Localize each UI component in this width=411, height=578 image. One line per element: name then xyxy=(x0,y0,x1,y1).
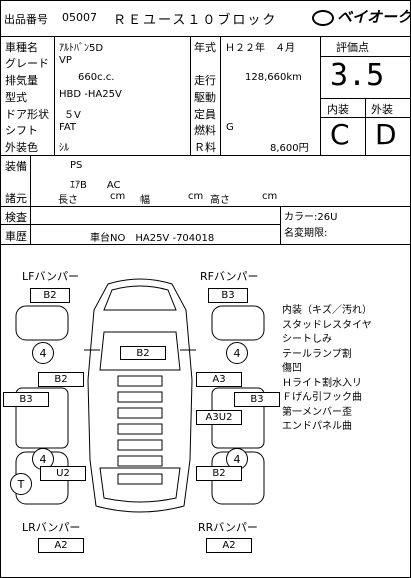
score-value: 3.5 xyxy=(330,58,385,93)
rf-bumper-code: B3 xyxy=(208,288,248,303)
dimension-width-unit: cm xyxy=(188,191,204,202)
note-item: 傷凹 xyxy=(282,363,302,374)
chassis-number: 車台NO HA25V -704018 xyxy=(90,233,215,244)
brand-mark-icon xyxy=(312,9,334,26)
dimension-length-unit: cm xyxy=(110,191,126,202)
mileage-value: 128,660km xyxy=(245,72,302,83)
dimension-width-label: 幅 xyxy=(140,195,150,206)
color-value: ｼﾙ xyxy=(59,143,69,154)
shift-value: FAT xyxy=(59,122,77,133)
roof-code: B2 xyxy=(120,346,166,360)
year-value: Ｈ２２年 ４月 xyxy=(225,43,295,54)
color-label: 外装色 xyxy=(5,141,38,154)
fuel-value: G xyxy=(226,122,234,133)
capacity-label: 定員 xyxy=(194,108,216,121)
type-label: 型式 xyxy=(5,91,27,104)
note-item: シートしみ xyxy=(282,334,332,345)
interior-grade: C xyxy=(330,118,350,151)
lr-tire-tread: 4 xyxy=(32,448,54,470)
dimension-length-label: 長さ xyxy=(58,195,78,206)
grade-label: グレード xyxy=(5,57,49,70)
displacement-label: 排気量 xyxy=(5,74,38,87)
dimension-height-unit: cm xyxy=(262,191,278,202)
model-label: 車種名 xyxy=(5,41,38,54)
fuel-label: 燃料 xyxy=(194,124,216,137)
right-rear-door-code: A3U2 xyxy=(196,410,242,425)
note-item: 第一メンバー歪 xyxy=(282,406,352,418)
rr-bumper-label: RRバンパー xyxy=(198,521,258,534)
notes-list: 内装（キズ／汚れ） スタッドレスタイヤ シートしみ テールランプ割 傷凹 Ｈライ… xyxy=(282,304,372,435)
type-value: HBD -HA25V xyxy=(59,89,122,100)
note-item: 内装（キズ／汚れ） xyxy=(282,305,372,316)
name-change-deadline: 名変期限: xyxy=(284,228,328,239)
right-rear-code: B2 xyxy=(196,466,242,481)
displacement-value: 660c.c. xyxy=(78,72,115,83)
brand-logo: ベイオーク xyxy=(312,6,411,27)
left-rear-code: U2 xyxy=(40,466,86,481)
block-title: ＲＥユース１０ブロック xyxy=(113,13,278,28)
t-mark: T xyxy=(10,473,32,495)
grade-value: VP xyxy=(59,55,72,66)
lr-bumper-code: A2 xyxy=(38,538,84,553)
right-front-door-code: A3 xyxy=(196,372,242,387)
right-side-code: B3 xyxy=(234,392,280,407)
color-code: カラー:26U xyxy=(284,212,338,223)
note-item: Ｆげん引フック曲 xyxy=(282,392,362,403)
score-label: 評価点 xyxy=(336,41,369,54)
left-front-door-code: B2 xyxy=(38,372,84,387)
left-side-code: B3 xyxy=(3,392,49,407)
equipment-label: 装備 xyxy=(5,160,27,173)
dimensions-label: 諸元 xyxy=(5,192,27,205)
rf-tire-tread: 4 xyxy=(226,342,248,364)
rf-bumper-label: RFバンパー xyxy=(200,270,259,283)
rr-bumper-code: A2 xyxy=(206,538,252,553)
exterior-grade: D xyxy=(375,118,397,151)
tax-value: 8,600円 xyxy=(270,143,309,154)
lf-bumper-label: LFバンパー xyxy=(22,270,80,283)
inspection-label: 検査 xyxy=(5,211,27,224)
history-label: 車歴 xyxy=(5,230,27,243)
door-value: ５V xyxy=(64,110,81,121)
interior-label: 内装 xyxy=(327,103,349,116)
equipment-line-2: ｴｱB AC xyxy=(70,180,121,191)
dimension-height-label: 高さ xyxy=(210,195,230,206)
year-label: 年式 xyxy=(194,41,216,54)
mileage-label: 走行 xyxy=(194,74,216,87)
equipment-line-1: PS xyxy=(70,160,83,171)
note-item: スタッドレスタイヤ xyxy=(282,319,372,331)
lr-bumper-label: LRバンパー xyxy=(22,521,81,534)
lot-label: 出品番号 xyxy=(4,13,48,26)
lot-number: 05007 xyxy=(62,11,97,24)
model-value: ｱﾙﾄﾊﾞﾝ5D xyxy=(59,43,104,54)
tax-label: Ｒ料 xyxy=(194,141,216,154)
note-item: エンドパネル曲 xyxy=(282,421,352,432)
door-label: ドア形状 xyxy=(5,108,49,121)
note-item: テールランプ割 xyxy=(282,348,352,360)
lf-tire-tread: 4 xyxy=(32,342,54,364)
shift-label: シフト xyxy=(5,124,38,137)
lf-bumper-code: B2 xyxy=(30,288,70,303)
note-item: Ｈライト割水入リ xyxy=(282,377,362,389)
exterior-label: 外装 xyxy=(371,103,393,116)
drive-label: 駆動 xyxy=(194,91,216,104)
